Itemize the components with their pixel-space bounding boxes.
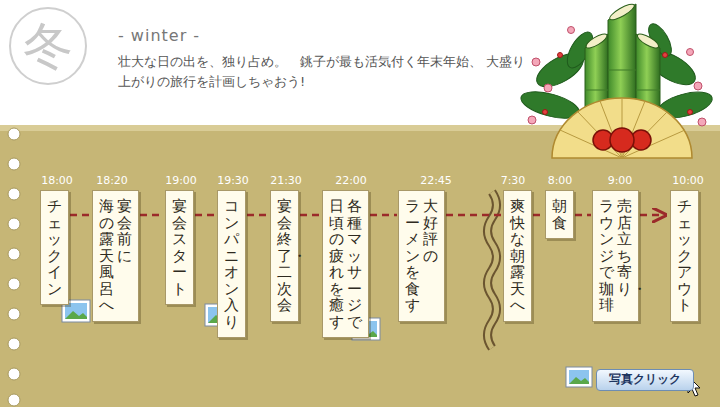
time-label: 18:00 [41,174,73,187]
button-label: 写真クリック [609,372,681,388]
time-label: 10:00 [672,174,704,187]
time-label: 21:30 [270,174,302,187]
schedule-card: 爽快な朝露天へ [503,190,532,322]
vertical-label: チェックアウト [677,198,692,314]
text-column: 日頃の疲れを癒す [329,198,344,330]
schedule-card: チェックイン [40,190,69,305]
time-label: 9:00 [608,174,633,187]
vertical-label: 朝食 [552,198,567,231]
photo-button: 写真クリック [596,369,694,391]
bamboo-cuts [584,2,660,51]
red-knot [593,128,651,152]
vertical-label: 大好評のラーメンを食す [405,198,438,314]
timeline-connector [140,214,164,217]
timeline-connector [575,214,591,217]
notebook-panel [0,125,720,407]
timeline-connector [70,214,91,217]
vertical-label: 売店立ち寄り・ラウンジで珈琲 [599,198,632,314]
vertical-label: 宴会スタート [172,198,187,297]
schedule-card: 宴会前に海の露天風呂へ [92,190,139,322]
vertical-label: コンパニオン入り [224,198,239,330]
schedule-card: コンパニオン入り [217,190,246,338]
time-label: 19:00 [165,174,197,187]
schedule-card: 宴会終了・二次会 [270,190,299,322]
text-column: コンパニオン入り [224,198,239,330]
text-column: 売店立ち寄り・ [617,198,632,314]
schedule-card: 宴会スタート [165,190,194,305]
intro-text: 壮大な日の出を、独り占め。 銚子が最も活気付く年末年始、 大盛り上がりの旅行を計… [118,52,528,92]
vertical-label: 宴会終了・二次会 [277,198,292,314]
vertical-label: 各種マッサージで日頃の疲れを癒す [329,198,362,330]
text-column: 爽快な朝露天へ [510,198,525,314]
timeline-connector [446,214,502,217]
straw-lines [560,98,685,158]
text-column: チェックイン [47,198,62,297]
text-column: 宴会終了・二次会 [277,198,292,314]
timeline-connector [247,214,269,217]
text-column: 宴会前に [117,198,132,314]
timeline-connector [370,214,397,217]
text-column: 海の露天風呂へ [99,198,114,314]
bamboo-nodes [585,70,660,90]
schedule-card: チェックアウト [670,190,699,322]
text-column: ラウンジで珈琲 [599,198,614,314]
vertical-label: 爽快な朝露天へ [510,198,525,314]
schedule-card: 各種マッサージで日頃の疲れを癒す [322,190,369,338]
time-label: 7:30 [501,174,526,187]
schedule-card: 売店立ち寄り・ラウンジで珈琲 [592,190,639,322]
timeline-connector [533,214,544,217]
time-label: 8:00 [548,174,573,187]
vertical-label: 宴会前に海の露天風呂へ [99,198,132,314]
punch-holes [8,128,20,406]
time-label: 22:00 [335,174,367,187]
timeline-connector [640,214,667,217]
text-column: 宴会スタート [172,198,187,297]
text-column: 大好評の [423,198,438,314]
text-column: 朝食 [552,198,567,231]
time-label: 19:30 [217,174,249,187]
text-column: チェックアウト [677,198,692,314]
text-column: 各種マッサージで [347,198,362,330]
photo-icon [566,367,592,387]
logo-circle [10,8,86,84]
timeline-connector [195,214,216,217]
schedule-card: 朝食 [545,190,574,239]
straw-fan [552,98,692,158]
vertical-label: チェックイン [47,198,62,297]
season-title: - winter - [118,26,200,45]
logo-glyph: 冬 [23,21,73,71]
text-column: ラーメンを食す [405,198,420,314]
time-label: 22:45 [420,174,452,187]
timeline-connector [300,214,321,217]
kadomatsu [518,2,715,158]
time-label: 18:20 [96,174,128,187]
schedule-card: 大好評のラーメンを食す [398,190,445,322]
